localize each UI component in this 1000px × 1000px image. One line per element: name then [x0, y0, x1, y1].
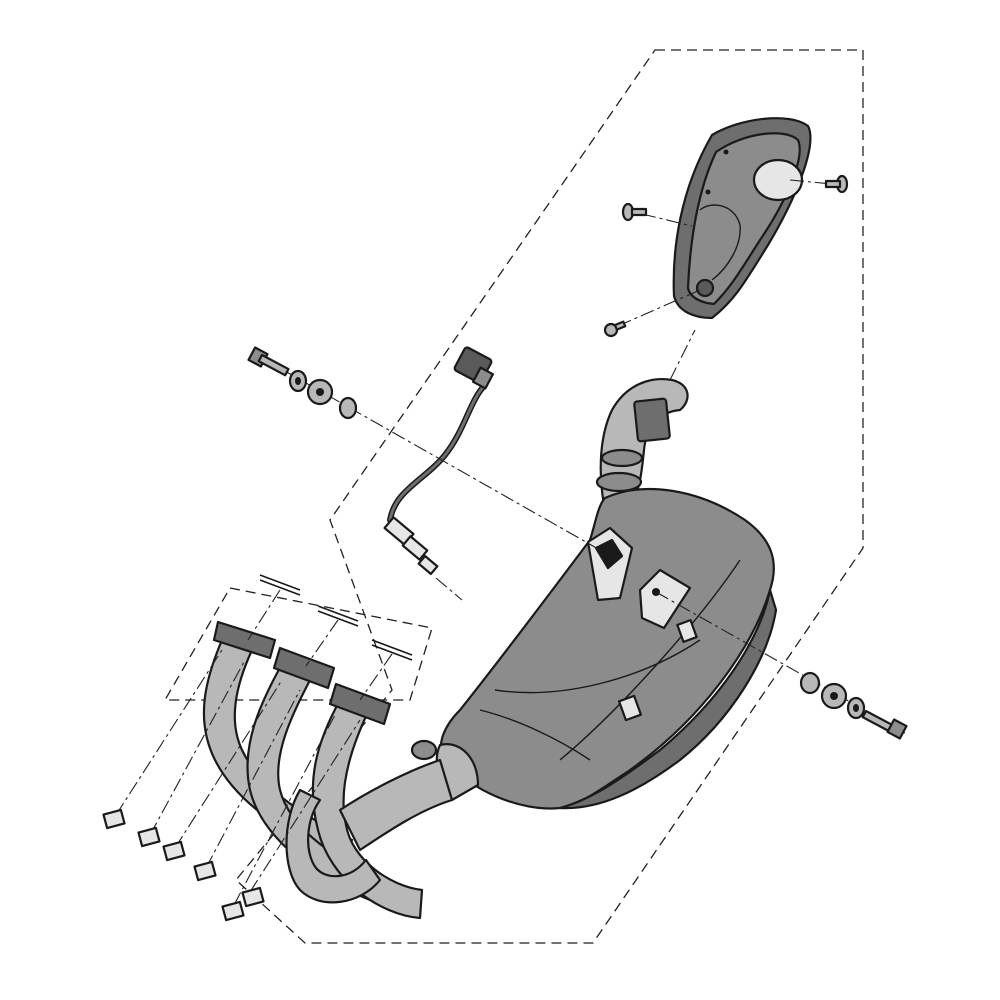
heat-shield-rivet [723, 149, 729, 155]
group-boundaries [163, 49, 864, 944]
heat-shield-screw [621, 202, 648, 222]
heat-shield-screw [603, 320, 627, 338]
sensor-hex [401, 535, 429, 561]
manifold-gasket [317, 605, 359, 622]
link-pipe [595, 329, 696, 507]
inlet-clamp [410, 739, 438, 761]
header-pipe-4 [285, 788, 382, 904]
mount-bolt [247, 346, 290, 377]
flange-nut [221, 900, 245, 922]
screw-axis [641, 213, 693, 227]
muffler-seam [494, 639, 701, 694]
muffler-seam [479, 709, 591, 761]
flange-nut [162, 840, 186, 862]
link-pipe-axis [669, 329, 696, 381]
manifold-flange [272, 646, 336, 690]
manifold-gasket [259, 574, 301, 591]
heat-shield-mount-hole [695, 278, 715, 298]
manifold-flange [328, 682, 392, 726]
muffler-tab [676, 619, 698, 643]
collector [338, 758, 454, 852]
manifold-flange [212, 620, 277, 660]
link-pipe-bracket [633, 397, 671, 443]
sensor-connector-latch [471, 366, 495, 390]
manifold-gaskets [247, 574, 413, 701]
heat-shield-screw [824, 174, 849, 194]
muffler-tab [617, 694, 643, 722]
flange-nut [102, 808, 126, 830]
flange-nut [241, 886, 265, 908]
muffler-side [558, 588, 778, 810]
flange-nut [137, 826, 161, 848]
link-pipe-clamp [595, 471, 643, 493]
screw-axis [617, 289, 701, 327]
manifold-gasket-boundary [163, 587, 433, 701]
right-mount-hardware [655, 591, 908, 740]
main-assembly-boundary [235, 49, 864, 944]
manifold-gasket [371, 639, 413, 656]
flange-nuts [102, 649, 361, 922]
header-pipe-3 [311, 698, 424, 920]
muffler-seam [559, 559, 741, 761]
oxygen-sensor [383, 346, 495, 601]
heat-shield-recess [699, 204, 741, 281]
link-pipe-clamp [600, 448, 644, 468]
heat-shield-opening [752, 158, 804, 202]
spacer [799, 671, 821, 695]
heat-shield-screws [603, 174, 849, 338]
heat-shield [672, 117, 812, 320]
sensor-axis [435, 577, 463, 601]
exhaust-manifold [202, 620, 454, 920]
muffler [410, 488, 778, 810]
left-mount-hardware [247, 346, 601, 551]
spacer [338, 396, 358, 420]
flange-nut [193, 860, 217, 882]
heat-shield-rivet [705, 189, 711, 195]
sensor-tip [417, 554, 439, 576]
washer-hole [295, 377, 301, 385]
muffler-mount-bracket [638, 568, 692, 630]
sensor-port [594, 538, 624, 570]
mount-bolt [861, 709, 908, 740]
mount-axis [261, 357, 601, 551]
